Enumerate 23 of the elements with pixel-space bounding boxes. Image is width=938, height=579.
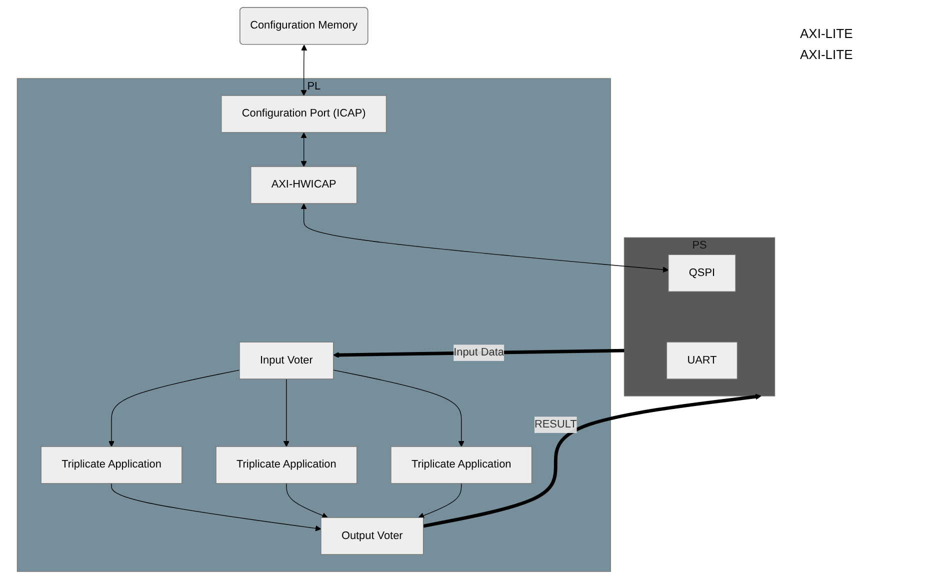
arrow (300, 203, 669, 273)
node-box: Triplicate Application (390, 446, 532, 484)
node-box: Configuration Port (ICAP) (221, 95, 387, 133)
bus-label: AXI-LITE (800, 26, 854, 41)
arrow (300, 44, 308, 96)
arrow (333, 370, 464, 447)
arrow (300, 132, 307, 167)
bus-label: AXI-LITE (800, 47, 854, 62)
edge-label: RESULT (534, 418, 577, 430)
node-box: QSPI (668, 254, 736, 292)
node-box: Triplicate Application (40, 446, 182, 484)
arrow (111, 483, 322, 532)
node-box: Input Voter (239, 342, 334, 380)
arrow (422, 394, 762, 528)
arrow (283, 378, 290, 447)
node-box: Output Voter (320, 517, 424, 555)
arrow (286, 483, 328, 518)
arrow (108, 370, 240, 447)
arrow (418, 483, 462, 518)
node-box: UART (666, 342, 738, 380)
edge-label: Input Data (454, 346, 504, 358)
node-box: AXI-HWICAP (250, 166, 358, 204)
node-box: Triplicate Application (216, 446, 358, 484)
